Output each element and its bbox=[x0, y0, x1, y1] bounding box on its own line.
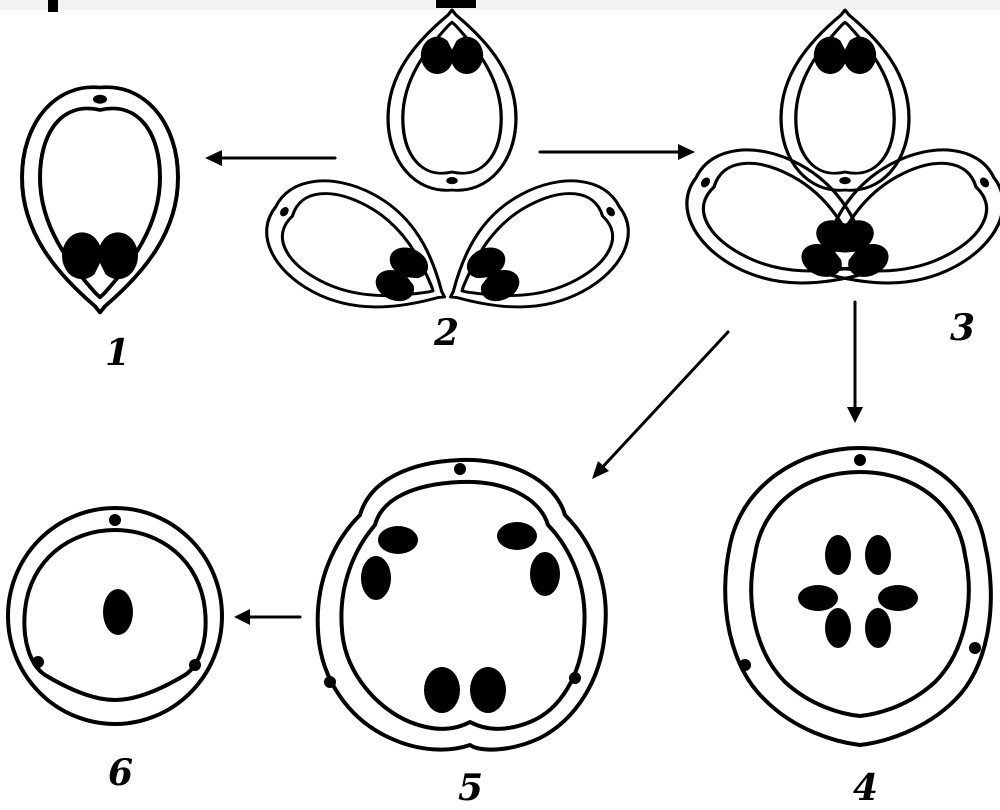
figure-label-3: 3 bbox=[950, 307, 975, 349]
ovules bbox=[361, 522, 560, 713]
figure-label-2: 2 bbox=[433, 312, 459, 354]
figure-5-parietal-placentation bbox=[318, 460, 606, 750]
figure-label-5: 5 bbox=[458, 767, 483, 809]
figure-label-4: 4 bbox=[853, 767, 878, 809]
arrow-3-to-4 bbox=[847, 302, 863, 423]
figure-label-6: 6 bbox=[108, 752, 133, 794]
carpel-right bbox=[784, 126, 1000, 324]
arrow-3-to-5 bbox=[592, 332, 728, 479]
arrow-5-to-6 bbox=[234, 609, 300, 625]
top-fragment bbox=[48, 0, 58, 12]
figure-4-central-placentation bbox=[725, 448, 991, 745]
ovule bbox=[103, 589, 133, 635]
figure-1-single-carpel bbox=[22, 87, 178, 312]
figure-3-joined-carpels bbox=[664, 10, 1000, 324]
carpel-top bbox=[388, 10, 516, 190]
figure-2-free-carpels bbox=[245, 10, 650, 346]
arrow-2-to-3 bbox=[540, 144, 695, 160]
ovule-rosette bbox=[798, 535, 918, 648]
top-fragment-2 bbox=[436, 0, 476, 8]
top-border bbox=[0, 0, 1000, 10]
arrow-2-to-1 bbox=[205, 150, 335, 166]
figure-6-unilocular-ovary bbox=[8, 508, 222, 724]
figure-label-1: 1 bbox=[105, 332, 130, 374]
